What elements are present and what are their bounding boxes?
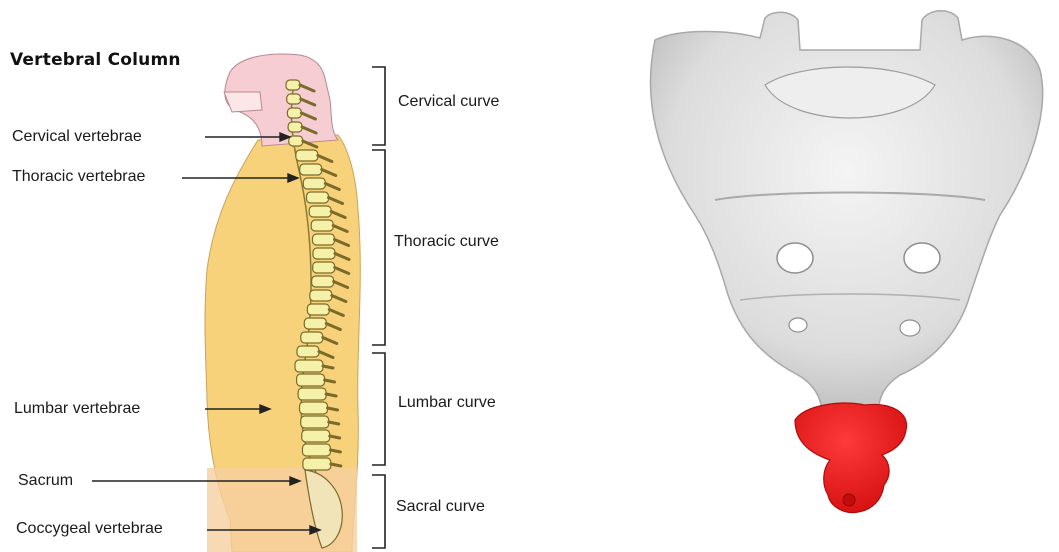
- lumbar-curve-label: Lumbar curve: [398, 394, 496, 412]
- vertebra: [302, 444, 330, 456]
- vertebra: [303, 458, 331, 470]
- vertebra: [311, 220, 333, 231]
- spinous-process: [331, 464, 341, 466]
- vertebra: [300, 402, 328, 414]
- spinous-process: [325, 380, 335, 382]
- vertebra: [304, 318, 326, 329]
- vertebra: [313, 248, 335, 259]
- vertebra: [289, 136, 303, 146]
- curve-brackets: [372, 67, 385, 548]
- vertebra: [300, 164, 322, 175]
- vertebra: [307, 192, 329, 203]
- spinous-process: [329, 422, 339, 424]
- vertebra: [309, 206, 331, 217]
- vertebra: [286, 80, 300, 90]
- spinous-process: [328, 408, 338, 410]
- vertebra: [288, 122, 302, 132]
- thoracic-vertebrae-label: Thoracic vertebrae: [12, 168, 145, 186]
- foramen: [904, 243, 940, 273]
- spinous-process: [330, 436, 340, 438]
- vertebra: [313, 262, 335, 273]
- lumbar-vertebrae-label: Lumbar vertebrae: [14, 400, 140, 418]
- vertebra: [312, 234, 334, 245]
- sacrum-illustration: [600, 0, 1059, 552]
- vertebra: [287, 108, 301, 118]
- vertebra: [301, 416, 329, 428]
- vertebra: [303, 178, 325, 189]
- vertebra: [295, 360, 323, 372]
- vertebra: [301, 332, 323, 343]
- spine-illustration: [0, 0, 540, 552]
- cervical-curve-label: Cervical curve: [398, 93, 499, 111]
- vertebra: [307, 304, 329, 315]
- vertebra: [297, 346, 319, 357]
- sacrum-3d-render: [600, 0, 1059, 552]
- vertebra: [298, 388, 326, 400]
- foramen: [900, 320, 920, 336]
- vertebra: [297, 374, 325, 386]
- diagram-title: Vertebral Column: [10, 50, 181, 70]
- foramen: [777, 243, 813, 273]
- sacrum-label: Sacrum: [18, 472, 73, 490]
- vertebral-column-diagram: Vertebral Column Cervical vertebrae Thor…: [0, 0, 540, 552]
- vertebra: [296, 150, 318, 161]
- vertebra: [312, 276, 334, 287]
- foramen: [789, 318, 807, 332]
- sacral-curve-label: Sacral curve: [396, 498, 485, 516]
- vertebra: [310, 290, 332, 301]
- thoracic-curve-label: Thoracic curve: [394, 233, 499, 251]
- spinous-process: [326, 394, 336, 396]
- vertebra: [302, 430, 330, 442]
- coccygeal-vertebrae-label: Coccygeal vertebrae: [16, 520, 163, 538]
- cervical-vertebrae-label: Cervical vertebrae: [12, 128, 142, 146]
- spinous-process: [330, 450, 340, 452]
- spinous-process: [323, 366, 333, 368]
- vertebra: [287, 94, 301, 104]
- jaw-outline: [224, 92, 262, 112]
